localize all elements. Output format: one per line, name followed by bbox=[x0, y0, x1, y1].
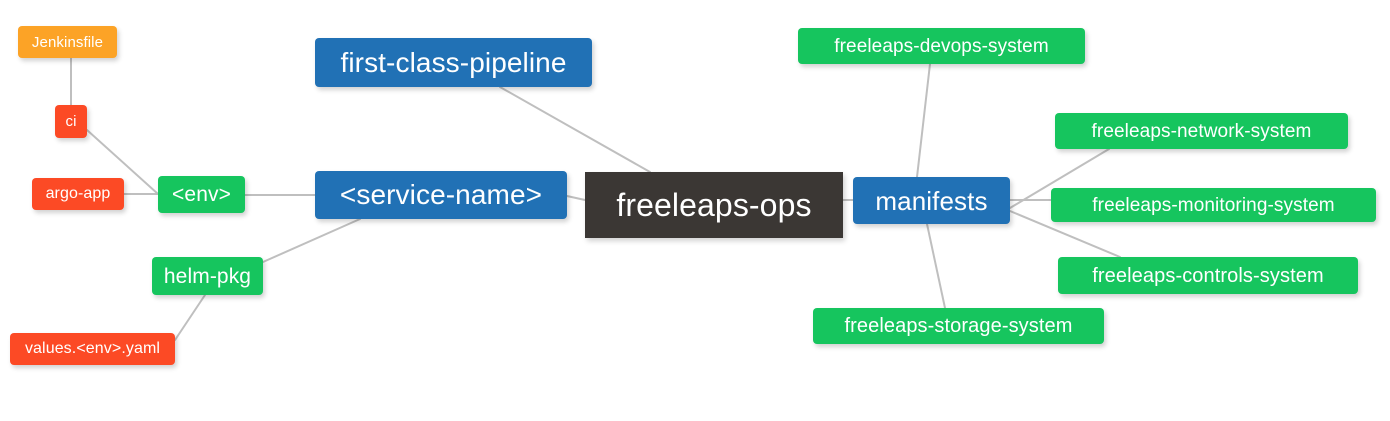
mindmap-node-ci[interactable]: ci bbox=[55, 105, 87, 138]
edge-manifests-to-controls bbox=[1009, 210, 1121, 258]
edge-ci-to-env bbox=[86, 129, 159, 195]
mindmap-node-helm-pkg[interactable]: helm-pkg bbox=[152, 257, 263, 295]
mindmap-node-env[interactable]: <env> bbox=[158, 176, 245, 213]
mindmap-node-monitoring[interactable]: freeleaps-monitoring-system bbox=[1051, 188, 1376, 222]
edge-helm-pkg-to-service-name bbox=[262, 218, 361, 263]
mindmap-node-jenkinsfile[interactable]: Jenkinsfile bbox=[18, 26, 117, 58]
edge-manifests-to-devops bbox=[916, 63, 931, 178]
mindmap-node-pipeline[interactable]: first-class-pipeline bbox=[315, 38, 592, 87]
mindmap-node-argo-app[interactable]: argo-app bbox=[32, 178, 124, 210]
edge-values-yaml-to-helm-pkg bbox=[174, 294, 206, 341]
mindmap-node-root[interactable]: freeleaps-ops bbox=[585, 172, 843, 238]
edge-manifests-to-network bbox=[1009, 148, 1110, 209]
mindmap-node-network[interactable]: freeleaps-network-system bbox=[1055, 113, 1348, 149]
mindmap-node-service-name[interactable]: <service-name> bbox=[315, 171, 567, 219]
mindmap-node-storage[interactable]: freeleaps-storage-system bbox=[813, 308, 1104, 344]
edge-pipeline-to-root bbox=[499, 86, 651, 173]
mindmap-node-controls[interactable]: freeleaps-controls-system bbox=[1058, 257, 1358, 294]
mindmap-node-manifests[interactable]: manifests bbox=[853, 177, 1010, 224]
mindmap-node-devops[interactable]: freeleaps-devops-system bbox=[798, 28, 1085, 64]
mindmap-node-values-yaml[interactable]: values.<env>.yaml bbox=[10, 333, 175, 365]
edge-service-name-to-root bbox=[566, 195, 586, 201]
edge-manifests-to-storage bbox=[926, 223, 946, 309]
